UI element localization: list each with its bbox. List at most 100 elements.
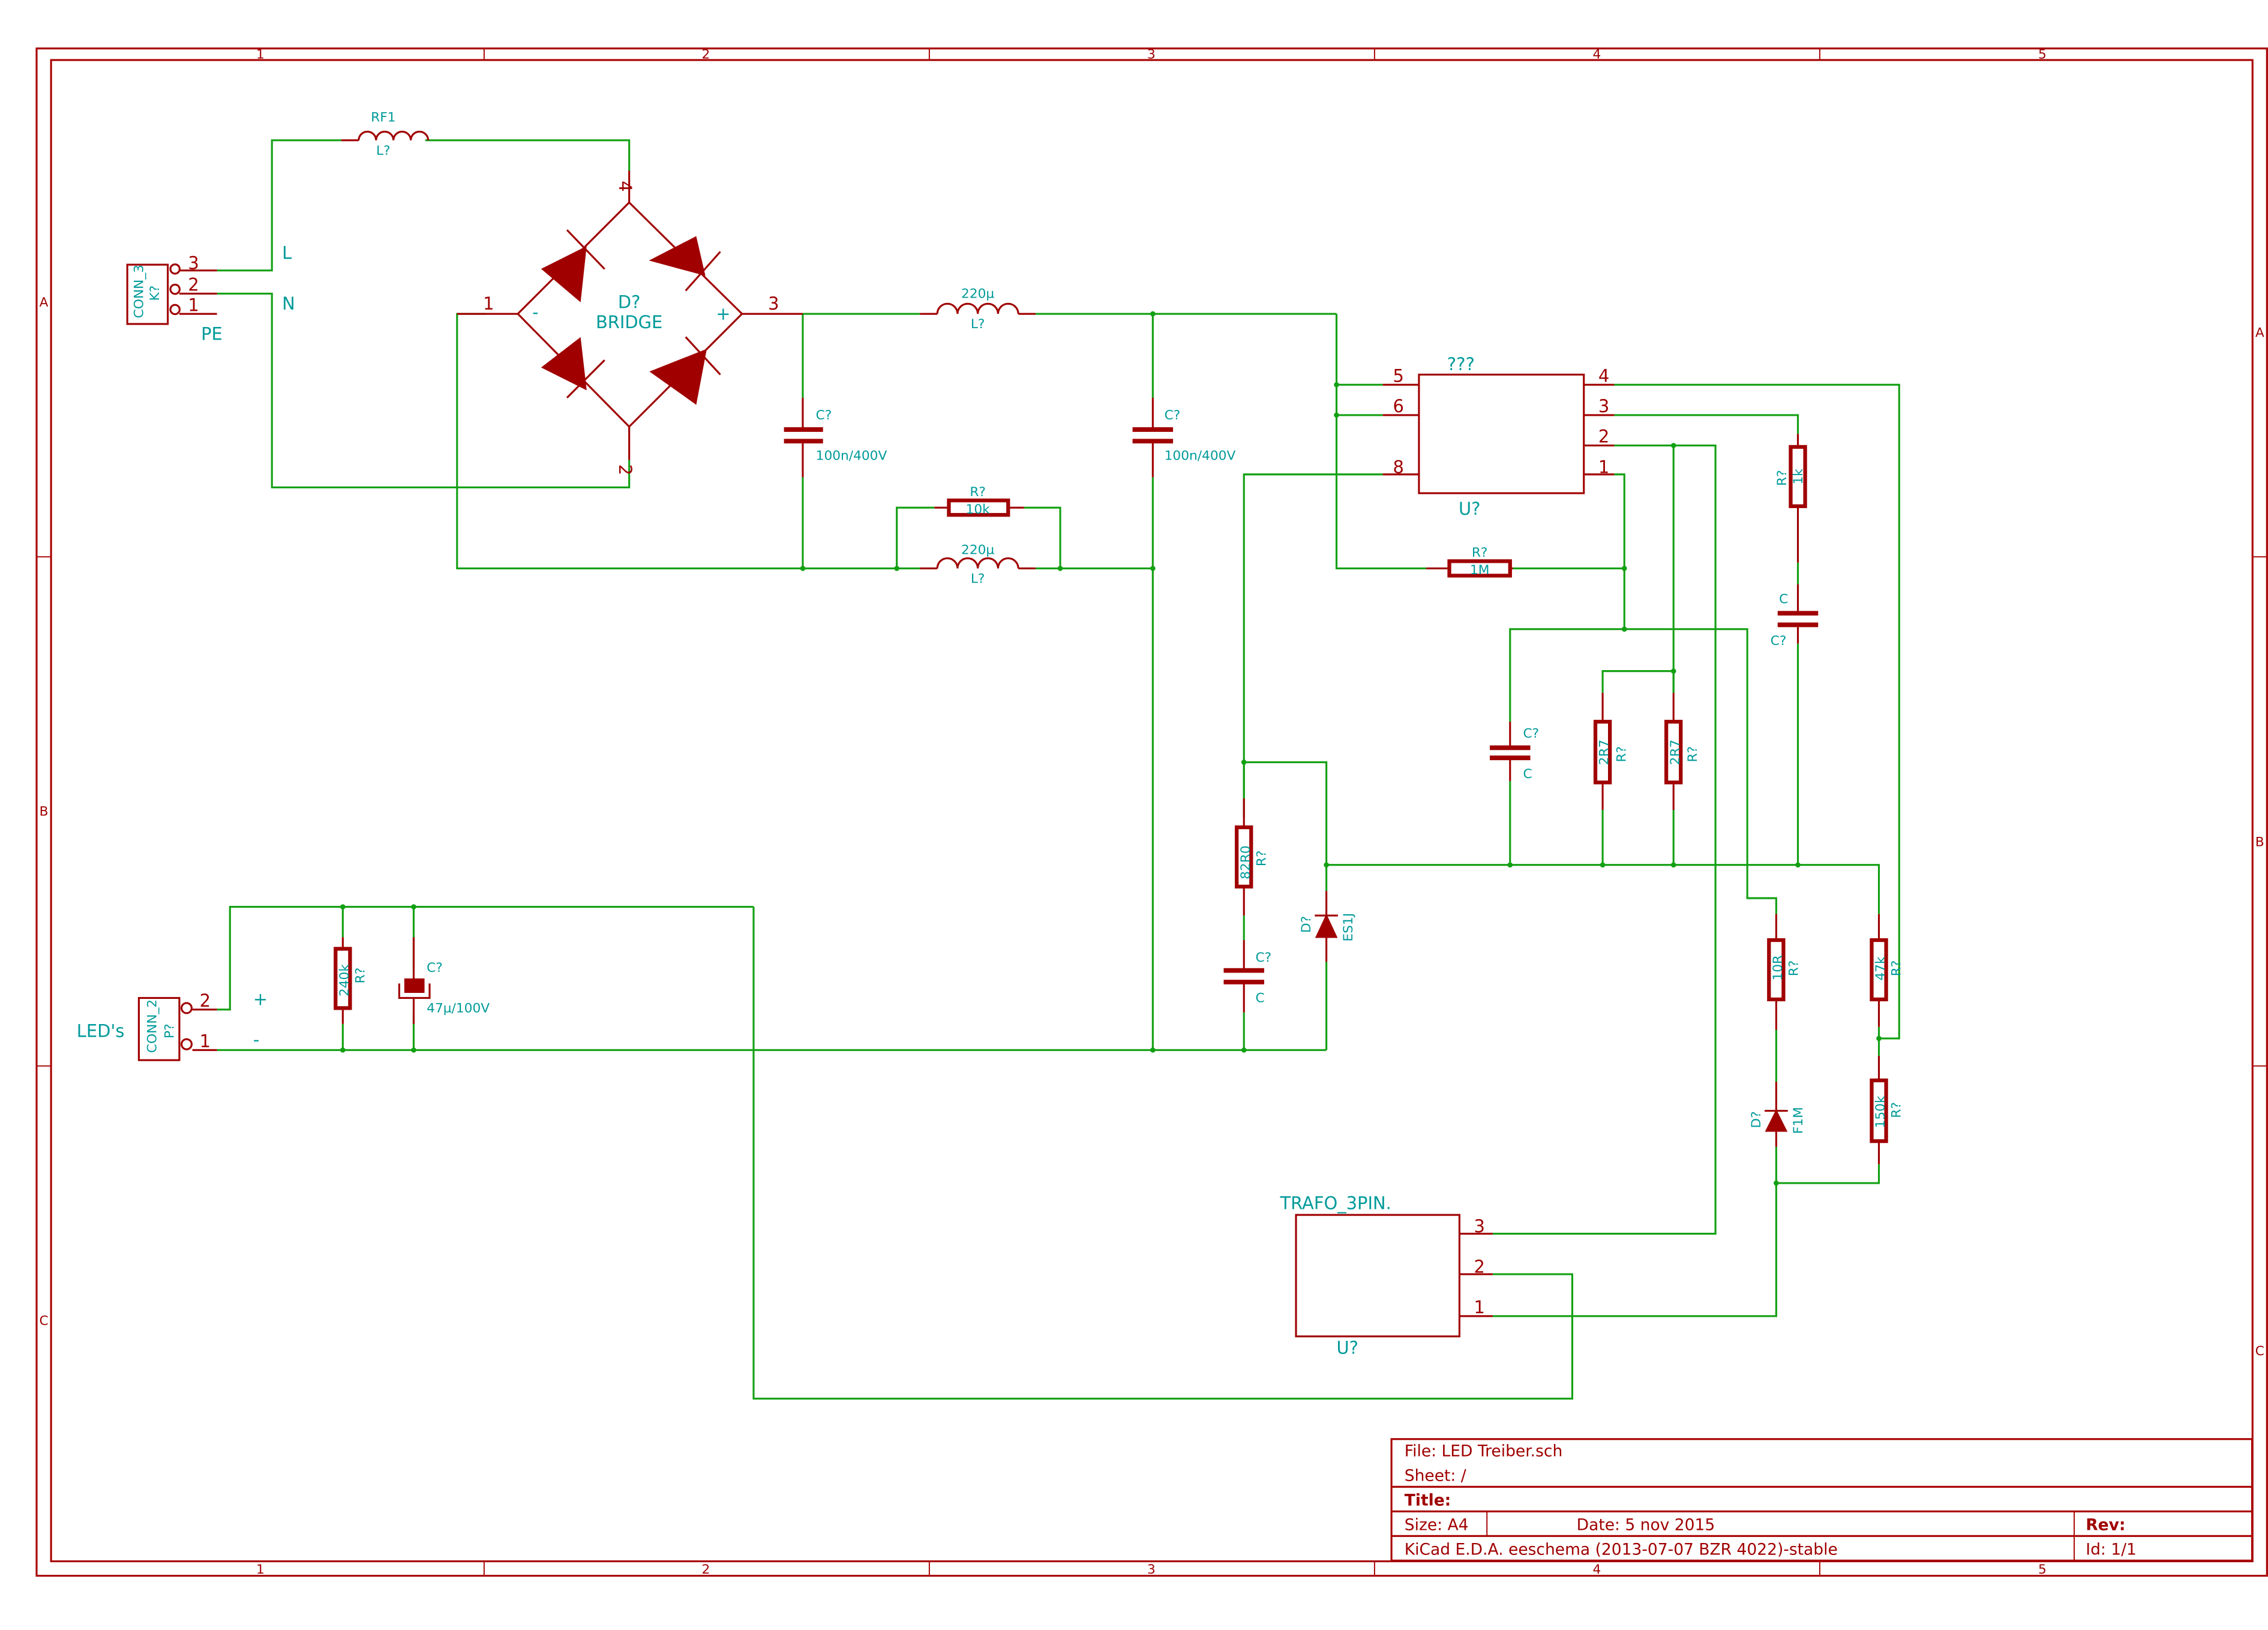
diode-f1m[interactable]: D? F1M xyxy=(1749,1082,1806,1147)
ic-pin-2: 2 xyxy=(1598,427,1609,447)
inductor-l-bottom[interactable]: 220µ L? xyxy=(920,542,1036,587)
bridge-pin-3: 3 xyxy=(768,293,779,314)
conn2-ref: P? xyxy=(162,1023,177,1038)
d-f1m-ref: D? xyxy=(1749,1111,1764,1128)
resistor-1m[interactable]: R? 1M xyxy=(1426,545,1513,578)
bridge-minus: - xyxy=(532,302,538,322)
r1m-ref: R? xyxy=(1472,545,1488,560)
capacitor-mid[interactable]: C? C xyxy=(1490,722,1539,782)
column-dividers xyxy=(36,48,2267,1576)
rf1-ref: RF1 xyxy=(371,110,395,125)
conn3-pin-2: 2 xyxy=(188,275,199,295)
row-label-a-right: A xyxy=(2255,326,2264,341)
sheet-frame: 1 2 3 4 5 1 2 3 4 5 A B C A B C xyxy=(35,47,2268,1577)
c-snub-value: C xyxy=(1256,991,1265,1006)
col-label-4-top: 4 xyxy=(1593,47,1601,62)
r150k-ref: R? xyxy=(1889,1102,1904,1118)
ic-controller[interactable]: 5 6 8 4 3 2 1 ??? U? xyxy=(1382,354,1615,519)
c-rc-ref: C? xyxy=(1771,634,1787,649)
c-mid-ref: C? xyxy=(1523,727,1539,742)
tb-id: Id: 1/1 xyxy=(2086,1541,2137,1559)
ic-pin-4: 4 xyxy=(1598,365,1609,386)
capacitor-rc[interactable]: C C? xyxy=(1771,584,1819,649)
col-label-3-top: 3 xyxy=(1147,47,1156,62)
bridge-rectifier[interactable]: 4 2 1 3 - + D? BRIDGE xyxy=(457,170,803,475)
r240k-ref: R? xyxy=(353,968,368,984)
resistor-10k[interactable]: R? 10k xyxy=(934,485,1024,517)
capacitor-snubber[interactable]: C? C xyxy=(1223,940,1271,1013)
resistor-2r7-a[interactable]: 2R7 R? xyxy=(1593,692,1630,811)
inner-frame xyxy=(50,59,2254,1563)
bridge-diode-3 xyxy=(541,337,587,391)
row-label-b-left: B xyxy=(40,805,49,819)
capacitor-output-electrolytic[interactable]: C? 47µ/100V xyxy=(398,937,490,1024)
transformer-trafo[interactable]: 3 2 1 TRAFO_3PIN. U? xyxy=(1279,1193,1493,1358)
conn2-pin-1: 1 xyxy=(200,1031,211,1051)
c-rc-value: C xyxy=(1779,592,1788,607)
r240k-value: 240k xyxy=(337,964,352,996)
wires xyxy=(217,139,1900,1400)
ic-pin-8: 8 xyxy=(1393,457,1404,477)
ic-pin-6: 6 xyxy=(1393,396,1404,416)
bridge-diode-2 xyxy=(649,236,706,276)
tb-size: Size: A4 xyxy=(1405,1516,1469,1535)
col-label-3-bottom: 3 xyxy=(1147,1562,1156,1577)
c-out-ref: C? xyxy=(427,960,443,975)
tb-sheet: Sheet: / xyxy=(1405,1467,1466,1485)
connector-conn3[interactable]: 3 2 1 CONN_3 K? PE xyxy=(126,253,223,344)
c-mid-value: C xyxy=(1523,767,1532,782)
ic-pin-1: 1 xyxy=(1598,457,1609,477)
c-snub-ref: C? xyxy=(1256,950,1272,965)
col-label-4-bottom: 4 xyxy=(1593,1562,1601,1577)
r10k-value: 10k xyxy=(966,502,991,517)
resistor-1k[interactable]: R? 1k xyxy=(1775,434,1807,563)
r10r-ref: R? xyxy=(1787,960,1802,977)
c1-ref: C? xyxy=(816,408,832,423)
resistor-240k[interactable]: 240k R? xyxy=(334,937,368,1024)
conn3-pe-label: PE xyxy=(201,324,223,344)
ic-ref: U? xyxy=(1459,499,1480,519)
resistor-2r7-b[interactable]: 2R7 R? xyxy=(1664,692,1700,811)
tb-tool: KiCad E.D.A. eeschema (2013-07-07 BZR 40… xyxy=(1405,1541,1838,1559)
resistor-10r[interactable]: 10R R? xyxy=(1767,914,1802,1030)
bridge-diode-1 xyxy=(541,246,587,302)
r1m-value: 1M xyxy=(1470,563,1490,578)
bridge-pin-2: 2 xyxy=(615,464,635,475)
row-label-c-right: C xyxy=(2255,1344,2264,1359)
tb-title: Title: xyxy=(1405,1491,1451,1510)
resistor-47k[interactable]: 47k R? xyxy=(1870,914,1904,1027)
trafo-pin-3: 3 xyxy=(1474,1216,1485,1236)
l-top-value: 220µ xyxy=(961,287,994,302)
r10k-ref: R? xyxy=(970,485,986,500)
resistor-150k[interactable]: 150k R? xyxy=(1870,1055,1904,1164)
trafo-pin-1: 1 xyxy=(1474,1297,1485,1317)
r1k-value: 1k xyxy=(1791,469,1806,485)
conn3-pin-3: 3 xyxy=(188,253,199,273)
inductor-l-top[interactable]: 220µ L? xyxy=(920,287,1036,332)
col-label-2-bottom: 2 xyxy=(702,1562,710,1577)
r47k-value: 47k xyxy=(1873,956,1888,981)
resistor-82r0[interactable]: 82R0 R? xyxy=(1235,798,1269,916)
trafo-pin-2: 2 xyxy=(1474,1257,1485,1277)
r82-ref: R? xyxy=(1254,850,1269,866)
conn2-pin-2: 2 xyxy=(200,990,211,1011)
inductor-rf1[interactable]: RF1 L? xyxy=(341,110,430,158)
diode-es1j[interactable]: D? ES1J xyxy=(1299,891,1356,962)
connector-conn2[interactable]: 2 1 CONN_2 P? LED's + - xyxy=(77,989,268,1061)
junctions xyxy=(340,311,1882,1186)
capacitor-c1[interactable]: C? 100n/400V xyxy=(784,397,887,478)
r1k-ref: R? xyxy=(1775,470,1790,486)
bridge-value: BRIDGE xyxy=(596,312,662,332)
ic-pin-3: 3 xyxy=(1598,396,1609,416)
conn2-minus: - xyxy=(253,1029,259,1050)
r2r7b-ref: R? xyxy=(1685,746,1700,763)
conn3-name: CONN_3 xyxy=(132,265,147,318)
tb-file: File: LED Treiber.sch xyxy=(1405,1442,1562,1461)
c2-value: 100n/400V xyxy=(1165,449,1236,464)
r47k-ref: R? xyxy=(1889,960,1904,977)
r150k-value: 150k xyxy=(1873,1095,1888,1128)
rf1-value: L? xyxy=(376,143,391,158)
col-label-1-top: 1 xyxy=(256,47,265,62)
capacitor-c2[interactable]: C? 100n/400V xyxy=(1132,397,1236,478)
